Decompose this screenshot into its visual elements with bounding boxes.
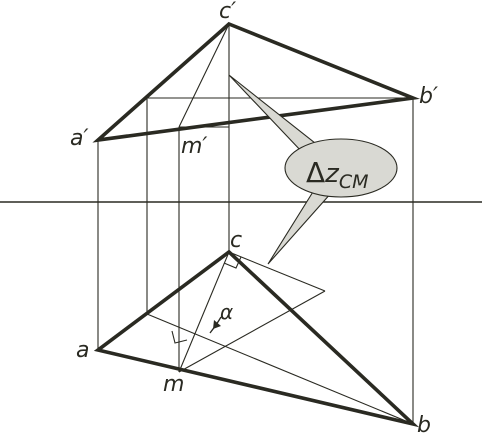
- right-angle-mark-m: [171, 330, 188, 344]
- z-symbol: z: [324, 159, 340, 189]
- top-triangle-abc: [93, 249, 420, 428]
- cm-subscript: CM: [339, 171, 369, 193]
- callout-pointer-bottom: [267, 186, 333, 265]
- label-b-prime: b′: [419, 84, 438, 109]
- label-c: c: [230, 228, 242, 253]
- front-triangle-abc: [92, 21, 421, 143]
- horizontal-projection: [93, 249, 420, 428]
- label-c-prime: c′: [219, 0, 236, 24]
- callout-formula: ΔzCM: [306, 156, 368, 193]
- label-m-prime: m′: [181, 134, 207, 159]
- label-m: m: [163, 372, 184, 397]
- top-edge-c-m: [178, 251, 230, 373]
- projection-lines: [97, 24, 414, 424]
- callout-bubble-cover: [303, 147, 332, 192]
- front-edge-c-m: [178, 23, 230, 128]
- label-alpha: α: [220, 300, 233, 324]
- top-cathetus: [228, 251, 326, 292]
- label-a-prime: a′: [70, 126, 88, 151]
- label-b: b: [417, 413, 431, 436]
- top-line-aux-b: [146, 313, 414, 425]
- frontal-projection: [92, 21, 421, 143]
- label-a: a: [76, 338, 89, 363]
- top-hypotenuse: [178, 290, 326, 373]
- angle-alpha-arrow: [213, 320, 221, 329]
- delta-z-callout: ΔzCM: [228, 74, 398, 265]
- delta-symbol: Δ: [306, 156, 325, 189]
